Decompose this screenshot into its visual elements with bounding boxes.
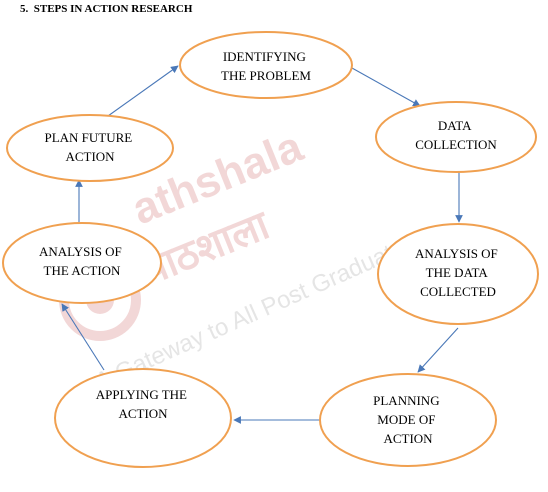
step-ellipse — [6, 114, 174, 182]
cycle-arrows — [61, 65, 463, 424]
step-label-line: THE PROBLEM — [221, 68, 311, 83]
svg-text:ANALYSIS OF THE DATA: ANALYSIS OF THE DATA COLLECTED — [415, 246, 501, 299]
step-label-line: APPLYING THE — [96, 387, 187, 402]
svg-text:PLAN FUTURE ACTION: PLAN FUTURE ACTION — [44, 130, 135, 164]
step-label-line: PLANNING — [373, 393, 439, 408]
step-label-line: ACTION — [65, 149, 115, 164]
step-ellipse — [319, 373, 497, 467]
step-ellipse — [375, 101, 537, 173]
step-analysis-of-data-collected: ANALYSIS OF THE DATA COLLECTED — [377, 223, 539, 325]
step-label-line: MODE OF — [377, 412, 435, 427]
step-label-line: ACTION — [383, 431, 433, 446]
step-label-line: COLLECTED — [420, 284, 496, 299]
step-analysis-of-the-action: ANALYSIS OF THE ACTION — [2, 222, 162, 304]
svg-text:PLANNING MODE OF: PLANNING MODE OF ACTION — [373, 393, 443, 446]
section-title: STEPS IN ACTION RESEARCH — [33, 3, 193, 15]
step-label-line: ANALYSIS OF — [415, 246, 498, 261]
step-ellipse — [377, 223, 539, 325]
section-number: 5. — [20, 3, 29, 15]
step-identifying-the-problem: IDENTIFYING THE PROBLEM — [179, 31, 353, 99]
step-label-line: THE ACTION — [44, 263, 122, 278]
step-planning-mode-of-action: PLANNING MODE OF ACTION — [319, 373, 497, 467]
step-data-collection: DATA COLLECTION — [375, 101, 537, 173]
step-ellipse — [2, 222, 162, 304]
step-label-line: PLAN FUTURE — [44, 130, 132, 145]
step-label-line: ANALYSIS OF — [39, 244, 122, 259]
svg-text:APPLYING THE ACTION: APPLYING THE ACTION — [96, 387, 191, 421]
arrow-plan-future-to-identifying — [107, 65, 179, 117]
step-plan-future-action: PLAN FUTURE ACTION — [6, 114, 174, 182]
cycle-steps: IDENTIFYING THE PROBLEM DATA COLLECTION … — [2, 31, 539, 468]
arrow-identifying-to-data-collection — [351, 67, 421, 107]
svg-text:ANALYSIS OF THE ACTION: ANALYSIS OF THE ACTION — [39, 244, 125, 278]
arrow-analysis-data-to-planning-mode — [417, 327, 459, 373]
step-label-line: THE DATA — [426, 265, 489, 280]
step-label-line: IDENTIFYING — [223, 49, 306, 64]
step-label-line: DATA — [438, 118, 472, 133]
section-heading: 5. STEPS IN ACTION RESEARCH — [20, 3, 192, 15]
svg-text:IDENTIFYING THE PROBLE: IDENTIFYING THE PROBLEM — [221, 49, 311, 83]
step-label-line: ACTION — [118, 406, 168, 421]
step-ellipse — [179, 31, 353, 99]
step-applying-the-action: APPLYING THE ACTION — [54, 368, 232, 468]
svg-text:DATA COLLECTION: DATA COLLECTION — [415, 118, 497, 152]
step-label-line: COLLECTION — [415, 137, 497, 152]
arrow-applying-to-analysis-action — [61, 303, 105, 371]
step-ellipse — [54, 368, 232, 468]
